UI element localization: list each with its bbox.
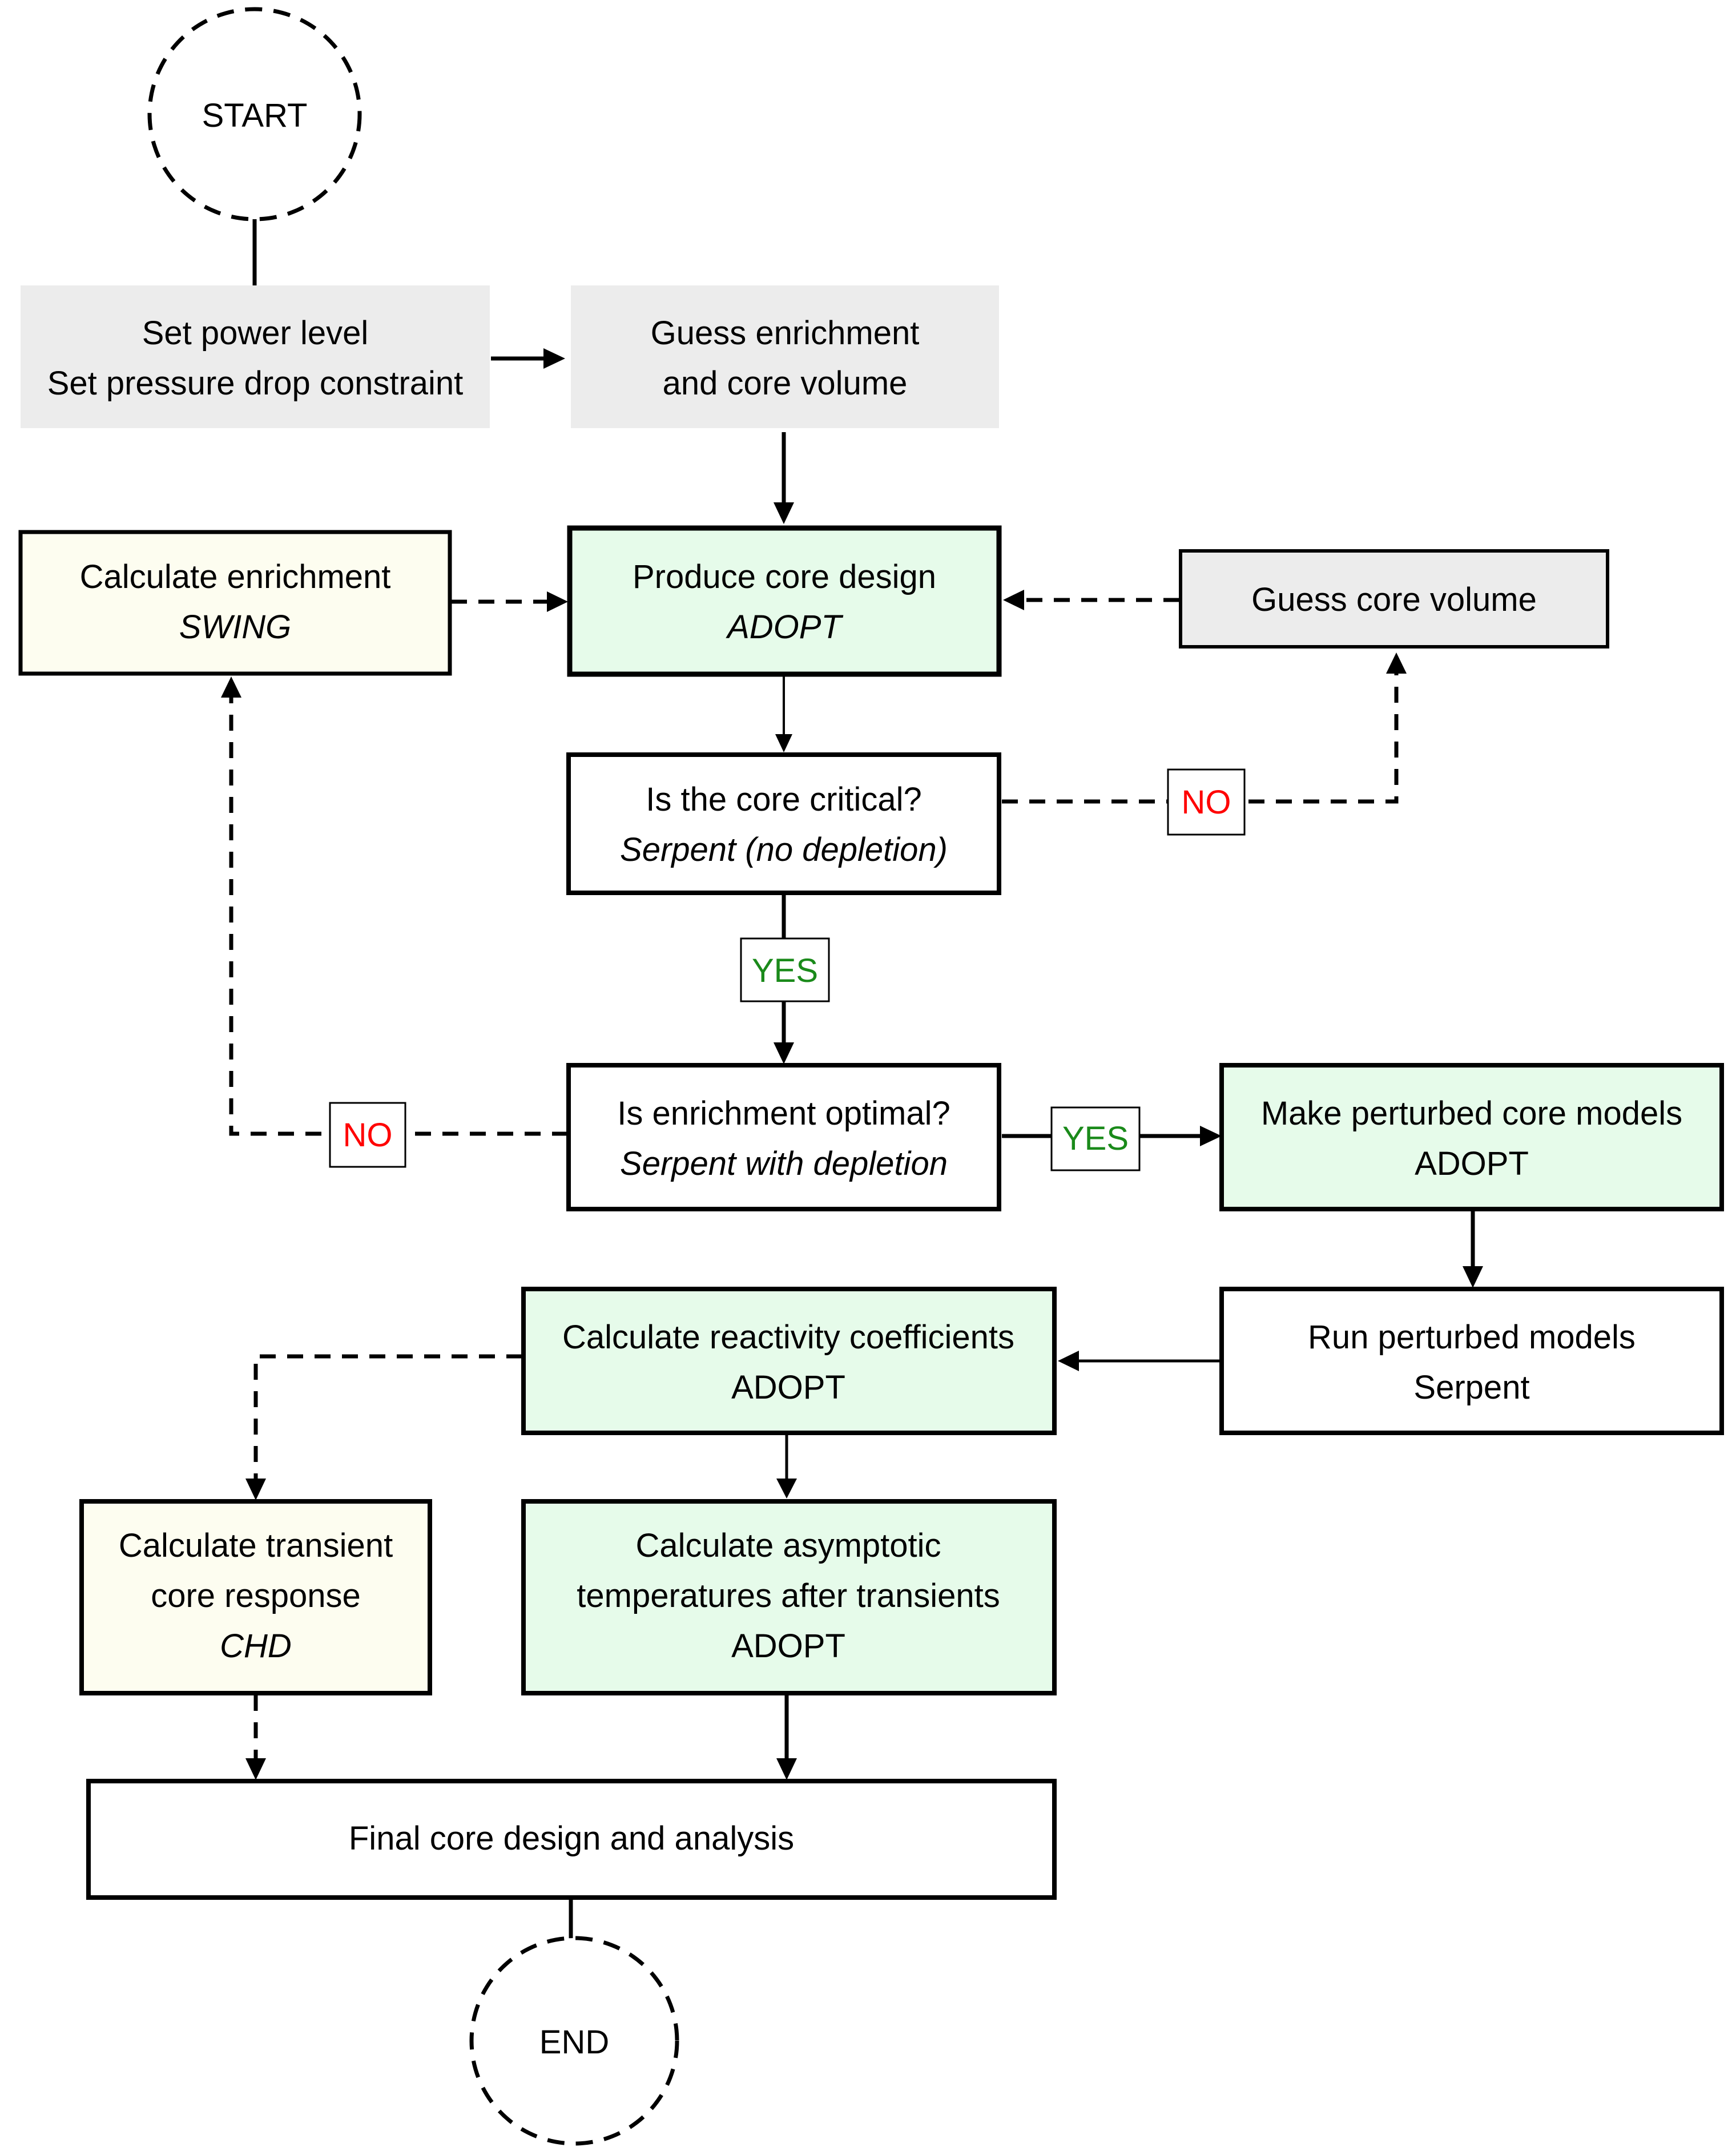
arrowhead-asymptotic-top [776, 1479, 797, 1499]
guess-enrichment-line2: and core volume [663, 365, 908, 402]
guess-volume-box: Guess core volume [1179, 549, 1609, 648]
calc-asymptotic-line3: ADOPT [731, 1628, 845, 1665]
arrowhead-guess [543, 348, 565, 369]
run-perturbed-line2: Serpent [1413, 1369, 1529, 1406]
arrowhead-reactivity-right [1058, 1351, 1079, 1371]
calc-transient-line1: Calculate transient [119, 1527, 393, 1564]
calc-enrichment-box: Calculate enrichment SWING [18, 530, 452, 676]
produce-core-line1: Produce core design [633, 558, 936, 595]
arrowhead-critical-top [775, 734, 792, 752]
calc-asymptotic-line1: Calculate asymptotic [635, 1527, 941, 1564]
arrowhead-perturbed-left [1200, 1126, 1222, 1146]
calc-asymptotic-line2: temperatures after transients [577, 1577, 1000, 1614]
calc-reactivity-line1: Calculate reactivity coefficients [562, 1319, 1014, 1356]
calc-transient-box: Calculate transient core response CHD [79, 1499, 432, 1695]
end-node: END [469, 1936, 679, 2146]
arrow-critical-no-to-guessvolume [1002, 671, 1399, 804]
calc-enrichment-line1: Calculate enrichment [80, 558, 391, 595]
yes-text-critical: YES [752, 952, 818, 989]
arrow-optimal-no-to-calcenrich [229, 696, 568, 1136]
arrowhead-transient-top [245, 1479, 266, 1500]
calc-transient-line3: CHD [220, 1628, 292, 1665]
is-critical-box: Is the core critical? Serpent (no deplet… [566, 752, 1001, 895]
set-power-line2: Set pressure drop constraint [47, 365, 464, 402]
arrowhead-produce-top [774, 502, 794, 524]
guess-volume-line1: Guess core volume [1251, 581, 1537, 618]
start-node: START [147, 7, 362, 221]
end-label: END [539, 2024, 609, 2061]
run-perturbed-box: Run perturbed models Serpent [1219, 1287, 1724, 1435]
calc-transient-line2: core response [151, 1577, 361, 1614]
calc-reactivity-box: Calculate reactivity coefficients ADOPT [521, 1287, 1057, 1435]
no-label-critical: NO [1167, 768, 1246, 836]
no-text-critical: NO [1182, 784, 1231, 821]
arrowhead-run-top [1463, 1266, 1483, 1288]
arrowhead-produce-right [1003, 590, 1024, 610]
no-text-optimal: NO [343, 1117, 393, 1154]
calc-enrichment-line2: SWING [179, 609, 292, 646]
set-power-box: Set power level Set pressure drop constr… [21, 285, 490, 428]
final-line1: Final core design and analysis [349, 1820, 794, 1857]
yes-text-optimal: YES [1062, 1120, 1129, 1157]
is-critical-line2: Serpent (no depletion) [620, 831, 948, 868]
set-power-line1: Set power level [142, 315, 369, 352]
calc-reactivity-line2: ADOPT [731, 1369, 845, 1406]
produce-core-line2: ADOPT [726, 609, 843, 646]
final-box: Final core design and analysis [86, 1779, 1057, 1900]
arrowhead-guessvolume-bottom [1386, 652, 1407, 674]
is-optimal-line1: Is enrichment optimal? [617, 1095, 950, 1132]
produce-core-box: Produce core design ADOPT [567, 525, 1002, 677]
make-perturbed-box: Make perturbed core models ADOPT [1219, 1063, 1724, 1211]
make-perturbed-line2: ADOPT [1415, 1145, 1529, 1182]
no-label-optimal: NO [329, 1102, 406, 1168]
is-critical-line1: Is the core critical? [646, 781, 922, 818]
arrowhead-final-left [245, 1758, 266, 1780]
arrowhead-final-right [776, 1758, 797, 1780]
start-label: START [202, 97, 308, 134]
run-perturbed-line1: Run perturbed models [1308, 1319, 1636, 1356]
arrowhead-produce-left [547, 591, 568, 612]
make-perturbed-line1: Make perturbed core models [1261, 1095, 1682, 1132]
is-optimal-box: Is enrichment optimal? Serpent with depl… [566, 1063, 1001, 1211]
calc-asymptotic-box: Calculate asymptotic temperatures after … [521, 1499, 1057, 1695]
yes-label-optimal: YES [1050, 1106, 1141, 1171]
arrowhead-calcenrich-bottom [221, 676, 241, 698]
arrowhead-optimal-top [774, 1042, 794, 1064]
yes-label-critical: YES [740, 937, 830, 1002]
guess-enrichment-line1: Guess enrichment [651, 315, 920, 352]
arrow-reactivity-to-transient [253, 1354, 522, 1479]
is-optimal-line2: Serpent with depletion [620, 1145, 948, 1182]
guess-enrichment-box: Guess enrichment and core volume [571, 285, 999, 428]
